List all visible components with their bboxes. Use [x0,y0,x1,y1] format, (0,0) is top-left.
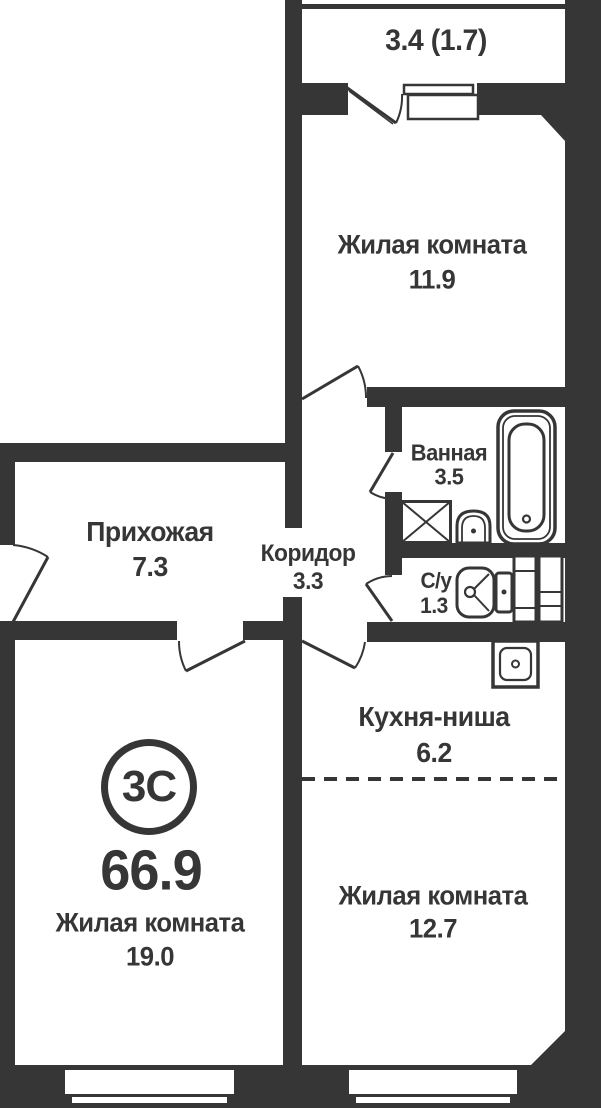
kitchen-door-swing-icon [301,639,366,670]
window-living2-outer [349,1070,517,1094]
shower-tray-icon [400,500,452,544]
window-living2-sill [356,1097,510,1103]
wall-right-outer [565,0,601,1108]
living1-door-swing-icon [301,364,368,401]
storage-shelf-icon [512,554,564,624]
total-area-label: 66.9 [100,838,203,903]
room-name-hallway: Прихожая [86,516,214,547]
toilet-icon [455,566,514,619]
room-name-wc: С/у [420,568,452,593]
room-name-corridor: Коридор [260,540,356,567]
wall-hall-room-left [0,621,177,640]
wall-hall-room-right [243,621,283,640]
wall-kitchen-top [367,622,601,642]
wall-wc-left-stub [385,558,402,575]
apartment-type-text: 3С [121,762,177,811]
wall-bath-left-upper [385,407,402,452]
window-living3-outer [65,1070,234,1094]
living3-door-swing-icon [177,639,246,673]
wall-balcony-bottom-left [302,83,348,115]
room-name-living-1: Жилая комната [337,229,527,260]
room-name-living-2: Жилая комната [338,880,528,911]
chamfer-top-right [541,115,565,141]
wall-bath-wc-divider [385,543,565,558]
washbasin-icon [455,509,492,545]
room-area-wc: 1.3 [420,593,448,618]
chamfer-bottom-right [531,1031,565,1065]
room-name-kitchen-niche: Кухня-ниша [358,701,510,732]
window-living3-sill [72,1097,227,1103]
room-area-hallway: 7.3 [132,551,168,582]
balcony-window-icon [402,83,480,121]
wc-door-swing-icon [364,575,394,622]
room-area-living-2: 12.7 [408,913,458,944]
room-name-living-3: Жилая комната [55,907,245,938]
room-area-bathroom: 3.5 [434,463,464,490]
wall-balcony-glazing [296,4,570,9]
balcony-door-swing-icon [345,85,404,125]
wall-bath-left-lower [385,492,402,558]
apartment-type-badge: 3С [101,739,197,835]
balcony-area-label: 3.4 (1.7) [385,24,487,57]
wall-center-divider [283,597,302,1065]
wall-bath-top [367,387,601,407]
wall-balcony-bottom-right [477,83,565,115]
room-area-kitchen-niche: 6.2 [416,737,452,768]
room-area-living-1: 11.9 [408,264,456,295]
bathtub-icon [496,409,557,546]
wall-hall-top [0,443,302,462]
room-area-living-3: 19.0 [125,941,175,972]
wall-left-upper [0,443,15,545]
wall-left-lower [0,622,15,1065]
room-area-corridor: 3.3 [292,568,324,595]
entrance-door-swing-icon [11,544,50,623]
kitchen-sink-icon [491,639,540,689]
room-name-bathroom: Ванная [410,439,488,466]
wall-section-left [285,0,302,528]
